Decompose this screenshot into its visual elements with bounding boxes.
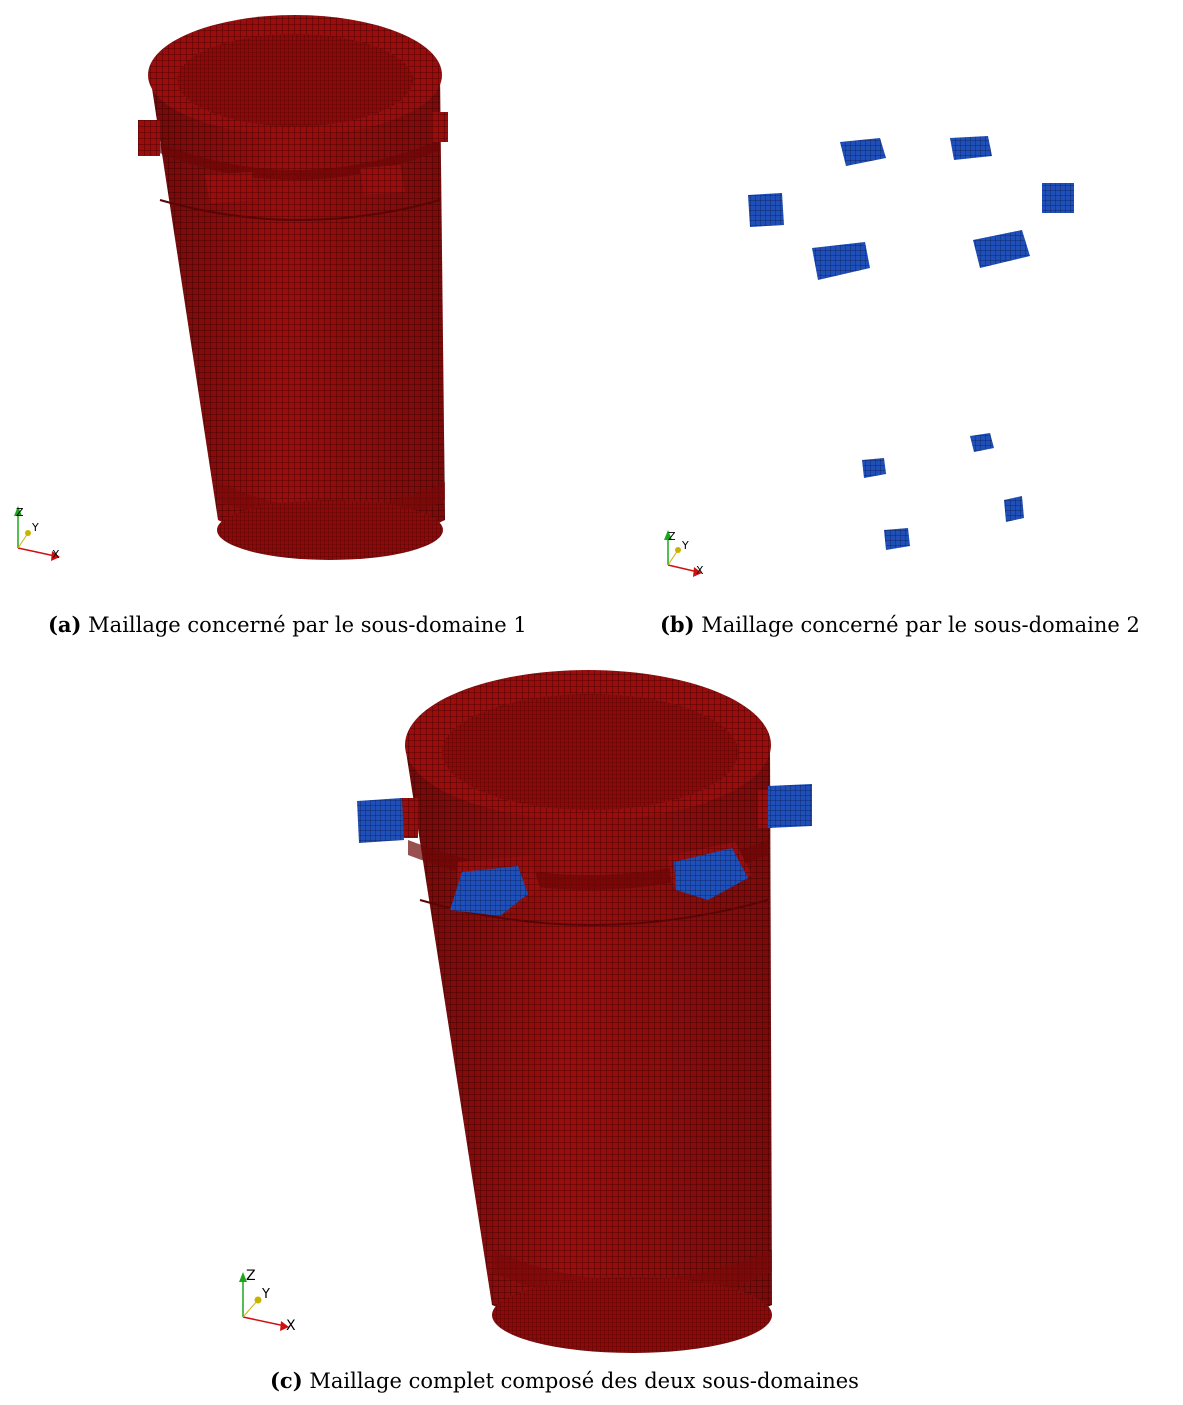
caption-a: (a) Maillage concerné par le sous-domain… xyxy=(48,612,527,637)
block xyxy=(862,458,886,478)
axis-y-label: Y xyxy=(681,539,689,552)
axis-z-label: Z xyxy=(246,1268,256,1284)
block xyxy=(970,433,994,452)
blue-lug-left xyxy=(357,798,404,843)
block xyxy=(748,193,784,227)
caption-b: (b) Maillage concerné par le sous-domain… xyxy=(660,612,1140,637)
block xyxy=(840,138,886,166)
caption-a-tag: (a) xyxy=(48,612,82,637)
caption-c: (c) Maillage complet composé des deux so… xyxy=(270,1368,859,1393)
panel-c-mesh: Z Y X xyxy=(0,650,1183,1360)
block xyxy=(950,136,992,160)
caption-b-text: Maillage concerné par le sous-domaine 2 xyxy=(701,613,1140,637)
block xyxy=(973,230,1030,268)
block xyxy=(812,242,870,280)
blue-lug-right xyxy=(768,784,812,828)
axis-y-label: Y xyxy=(261,1287,270,1302)
caption-c-tag: (c) xyxy=(270,1368,303,1393)
panel-b-mesh: Z Y X xyxy=(590,0,1183,600)
axes-triad-b xyxy=(664,530,702,577)
subdomain-2-mesh-render: Z Y X xyxy=(664,136,1074,577)
blue-block-front-right xyxy=(674,848,748,900)
caption-c-text: Maillage complet composé des deux sous-d… xyxy=(309,1369,859,1393)
axis-x-label: X xyxy=(286,1318,296,1334)
axis-z-label: Z xyxy=(16,506,24,519)
block xyxy=(1004,496,1024,522)
axis-x-label: X xyxy=(52,548,60,561)
axis-z-label: Z xyxy=(668,530,676,543)
blue-block-front-left xyxy=(450,866,528,916)
block xyxy=(884,528,910,550)
axes-triad-c xyxy=(239,1272,289,1331)
full-mesh-render: Z Y X xyxy=(239,670,812,1353)
subdomain-1-mesh-render: Z Y X xyxy=(14,15,448,561)
caption-a-text: Maillage concerné par le sous-domaine 1 xyxy=(88,613,527,637)
panel-a-mesh: Z Y X xyxy=(0,0,590,600)
axis-x-label: X xyxy=(696,564,704,577)
axis-y-label: Y xyxy=(31,521,39,534)
axes-triad-a xyxy=(14,506,60,561)
caption-b-tag: (b) xyxy=(660,612,695,637)
block xyxy=(1042,183,1074,213)
